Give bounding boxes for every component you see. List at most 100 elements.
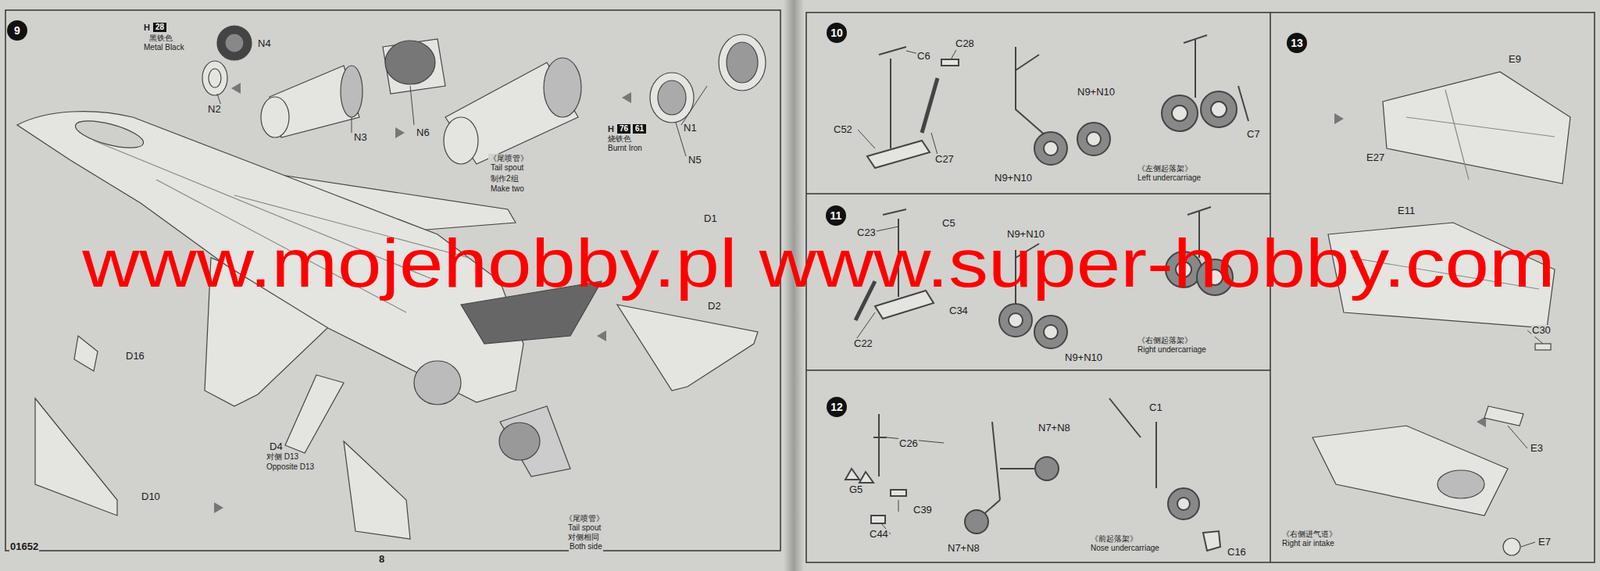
intake-duct bbox=[1312, 71, 1571, 556]
page-number: 8 bbox=[378, 553, 386, 566]
nozzle-parts-shape bbox=[382, 39, 446, 94]
step-number: 13 bbox=[1286, 32, 1308, 54]
caption-text: Right undercarriage bbox=[1136, 345, 1208, 355]
nozzle-parts-shape bbox=[657, 80, 686, 115]
landing-gear-shape bbox=[999, 303, 1033, 337]
step-number-text: 11 bbox=[830, 209, 843, 222]
landing-gear-shape bbox=[1210, 101, 1227, 118]
assembly-arrows-shape bbox=[395, 127, 405, 139]
step-number-text: 12 bbox=[830, 400, 843, 414]
part-number: G5 bbox=[848, 484, 864, 497]
part-number: E9 bbox=[1507, 53, 1522, 66]
step-number: 9 bbox=[7, 20, 28, 41]
part-number: N4 bbox=[257, 38, 272, 50]
part-number: N2 bbox=[207, 103, 222, 116]
part-number: N5 bbox=[687, 154, 703, 167]
assembly-arrows-shape bbox=[596, 330, 607, 342]
landing-gear-shape bbox=[1086, 132, 1101, 147]
assembly-arrows-shape bbox=[231, 82, 241, 94]
nozzle-parts-shape bbox=[260, 96, 290, 138]
intake-duct-shape bbox=[1406, 89, 1555, 180]
part-number: C52 bbox=[832, 124, 854, 136]
aircraft-drawing-shape bbox=[617, 304, 758, 391]
caption-text: Tail spout bbox=[489, 163, 525, 173]
nozzle-parts bbox=[202, 25, 766, 165]
caption-text: Tail spout bbox=[567, 523, 602, 533]
part-number: N1 bbox=[682, 122, 698, 135]
landing-gear-shape bbox=[873, 414, 887, 477]
landing-gear-shape bbox=[1177, 497, 1190, 511]
watermark: www.mojehobby.pl www.super-hobby.com bbox=[81, 223, 1557, 303]
caption-text: 《尾喷管》 bbox=[564, 514, 605, 524]
nozzle-parts-shape bbox=[543, 57, 582, 118]
caption-text: 《前起落架》 bbox=[1089, 534, 1139, 544]
landing-gear-shape bbox=[1161, 95, 1198, 132]
landing-gear-shape bbox=[1043, 141, 1058, 156]
aircraft-drawing-shape bbox=[499, 422, 540, 461]
caption-text: Both side bbox=[568, 542, 604, 552]
part-number: C1 bbox=[1148, 402, 1164, 415]
caption-text: 《尾喷管》 bbox=[488, 153, 529, 164]
nozzle-parts-shape bbox=[208, 68, 222, 88]
paint-code: 76 bbox=[617, 124, 631, 134]
caption-text: 《右侧起落架》 bbox=[1136, 335, 1193, 346]
intake-duct-shape bbox=[1484, 406, 1524, 426]
caption-text: Opposite D13 bbox=[265, 462, 315, 472]
step-number-text: 13 bbox=[1290, 36, 1304, 50]
aircraft-drawing-shape bbox=[414, 360, 461, 405]
page-number: 01652 bbox=[9, 541, 40, 554]
part-number: C34 bbox=[948, 305, 969, 318]
assembly-arrows-shape bbox=[214, 502, 224, 514]
aircraft-drawing bbox=[17, 111, 758, 540]
part-number: E3 bbox=[1529, 442, 1544, 455]
paint-letter: H bbox=[607, 124, 615, 135]
part-number: N6 bbox=[415, 127, 431, 140]
caption-text: 制作2组 bbox=[489, 174, 520, 184]
aircraft-drawing-shape bbox=[72, 115, 147, 154]
intake-duct-shape bbox=[1382, 71, 1571, 184]
part-number: D16 bbox=[125, 350, 146, 363]
landing-gear-shape bbox=[1043, 325, 1058, 340]
aircraft-drawing-shape bbox=[285, 375, 344, 454]
assembly-arrows-shape bbox=[621, 92, 632, 104]
landing-gear-shape bbox=[964, 510, 989, 534]
paint-letter: H bbox=[142, 22, 151, 33]
landing-gear-shape bbox=[1200, 91, 1237, 128]
landing-gear-shape bbox=[1203, 531, 1221, 551]
landing-gear-shape bbox=[1183, 35, 1208, 98]
nozzle-parts-shape bbox=[385, 40, 436, 85]
part-number: C28 bbox=[954, 38, 975, 50]
part-number: E7 bbox=[1537, 536, 1552, 549]
caption-text: 《右侧进气道》 bbox=[1281, 529, 1338, 540]
aircraft-drawing-shape bbox=[74, 335, 98, 372]
nozzle-parts-shape bbox=[225, 33, 244, 53]
part-number: N9+N10 bbox=[1076, 86, 1116, 99]
intake-duct-shape bbox=[1437, 470, 1485, 499]
part-number: C7 bbox=[1246, 128, 1261, 141]
assembly-arrows-shape bbox=[1334, 113, 1344, 125]
part-number: C27 bbox=[934, 153, 955, 166]
nozzle-parts-shape bbox=[718, 34, 766, 91]
paint-code: 28 bbox=[153, 22, 167, 33]
part-number: D1 bbox=[703, 213, 718, 225]
aircraft-drawing-shape bbox=[500, 406, 571, 477]
landing-gear-shape bbox=[1035, 457, 1059, 481]
part-number: C16 bbox=[1226, 546, 1247, 559]
caption-text: Metal Black bbox=[142, 42, 186, 53]
landing-gear-shape bbox=[1015, 46, 1047, 137]
part-number: C26 bbox=[898, 438, 919, 450]
part-number: N7+N8 bbox=[946, 542, 981, 555]
nozzle-parts-shape bbox=[443, 117, 479, 165]
part-number: N9+N10 bbox=[993, 172, 1033, 185]
landing-gear-shape bbox=[1008, 313, 1023, 328]
nozzle-parts-shape bbox=[340, 65, 363, 118]
landing-gear-shape bbox=[878, 46, 907, 149]
part-number: E27 bbox=[1365, 152, 1386, 165]
nozzle-parts-shape bbox=[650, 72, 694, 123]
nozzle-parts-shape bbox=[726, 42, 758, 83]
caption-text: 对侧 D13 bbox=[265, 452, 300, 462]
part-number: N7+N8 bbox=[1037, 422, 1072, 435]
nozzle-parts-shape bbox=[202, 60, 228, 96]
landing-gear-shape bbox=[890, 489, 907, 497]
